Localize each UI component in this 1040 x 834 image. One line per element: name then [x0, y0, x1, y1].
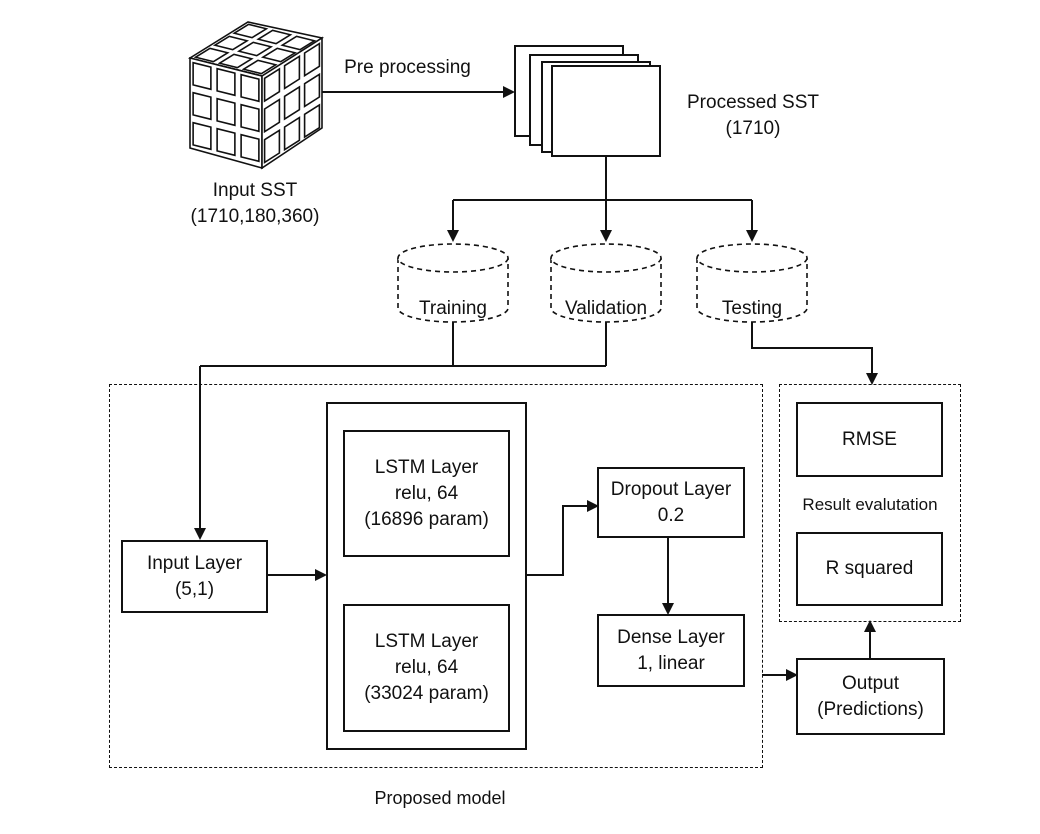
training-label: Training [419, 298, 487, 319]
preprocess-label: Pre processing [344, 57, 471, 78]
cube-cell [216, 97, 236, 127]
cube-cell [216, 67, 236, 97]
input-sst-shape: (1710,180,360) [190, 206, 320, 227]
testing-to-eval-arrow [751, 322, 878, 385]
cube-cell [283, 54, 301, 90]
proposed-model-container [109, 384, 763, 768]
cube-cell [260, 47, 298, 63]
dropout-layer-rate: 0.2 [657, 504, 685, 526]
output-name: Output [841, 672, 900, 694]
lstm-layer-1-box: LSTM Layer relu, 64 (16896 param) [343, 430, 510, 557]
cube-cell [193, 47, 230, 63]
cube-cell [232, 23, 269, 39]
rmse-label: RMSE [842, 428, 897, 450]
cube-cell [216, 127, 236, 157]
cube-cell [303, 42, 321, 78]
lstm-layer-2-box: LSTM Layer relu, 64 (33024 param) [343, 604, 510, 732]
dense-layer-config: 1, linear [637, 652, 705, 674]
dense-layer-name: Dense Layer [617, 626, 725, 648]
cube-cell [303, 72, 321, 108]
cube-cell [263, 98, 281, 134]
rmse-box: RMSE [796, 402, 943, 477]
dropout-layer-box: Dropout Layer 0.2 [597, 467, 745, 538]
output-box: Output (Predictions) [796, 658, 945, 735]
cube-cell [217, 53, 254, 69]
processed-sst-title: Processed SST [687, 92, 819, 113]
lstm-layer-1-name: LSTM Layer [374, 456, 479, 478]
lstm-layer-2-name: LSTM Layer [374, 631, 479, 652]
input-layer-box: Input Layer (5,1) [121, 540, 268, 613]
cube-cell [212, 35, 250, 51]
validation-label: Validation [564, 298, 648, 319]
training-cylinder-icon [397, 243, 509, 323]
cube-cell [192, 121, 212, 151]
cube-cell [240, 103, 260, 133]
cube-cell [280, 35, 317, 51]
training-to-input-line [200, 322, 454, 367]
r-squared-label: R squared [825, 558, 914, 579]
cube-cell [241, 59, 278, 75]
lstm-layer-1-config: relu, 64 [394, 482, 459, 504]
cube-cell [263, 128, 281, 164]
lstm-layer-1-params: (16896 param) [364, 508, 489, 530]
output-detail: (Predictions) [817, 698, 924, 720]
cube-cell [192, 61, 212, 91]
cube-cell [283, 85, 301, 121]
processed-sst-count: (1710) [725, 118, 781, 139]
result-evaluation-container [779, 384, 961, 622]
processed-stack-icon [514, 45, 661, 157]
cube-cell [240, 133, 260, 163]
input-sst-title: Input SST [212, 180, 298, 201]
cube-cell [283, 116, 301, 152]
cube-cell [236, 41, 274, 57]
lstm-layer-2-config: relu, 64 [394, 657, 459, 678]
dense-layer-box: Dense Layer 1, linear [597, 614, 745, 687]
testing-label: Testing [721, 298, 783, 319]
cube-cell [263, 67, 281, 103]
cube-cell [303, 103, 321, 139]
cube-cells [192, 23, 321, 164]
result-evaluation-caption: Result evalutation [802, 495, 938, 514]
cube-cell [256, 29, 293, 45]
lstm-layer-2-params: (33024 param) [364, 683, 489, 704]
cube-cell [240, 73, 260, 103]
input-layer-shape: (5,1) [174, 578, 215, 600]
proposed-model-caption: Proposed model [374, 788, 506, 808]
lstm-to-dropout-arrow [527, 500, 599, 576]
dropout-layer-name: Dropout Layer [610, 478, 732, 500]
r-squared-box: R squared [796, 532, 943, 606]
cube-cell [192, 91, 212, 121]
input-layer-name: Input Layer [146, 552, 243, 574]
